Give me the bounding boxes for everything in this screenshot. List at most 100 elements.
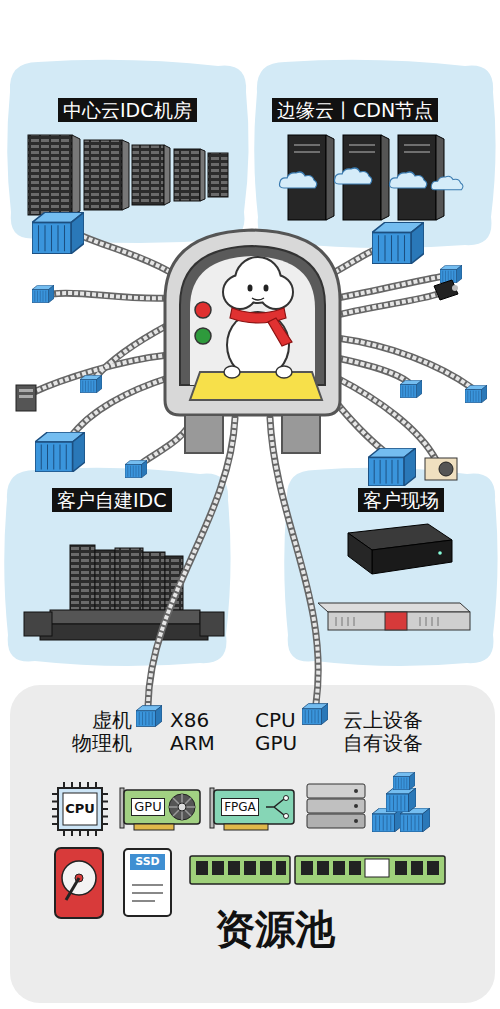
icon-text: FPGA <box>221 798 259 816</box>
illustration-use <box>372 222 424 264</box>
illustration-rect <box>16 385 36 411</box>
text-slot: 云上设备 自有设备 <box>343 709 423 755</box>
illustration-rect <box>95 550 115 610</box>
illustration-rect <box>185 415 223 453</box>
illustration-use <box>393 772 415 790</box>
region-panel: 客户自建IDC <box>5 470 230 665</box>
illustration-circle <box>195 328 211 344</box>
illustration-rect <box>143 552 165 610</box>
text-slot: SSD <box>130 854 165 870</box>
illustration-rect <box>317 861 329 875</box>
illustration-rect <box>427 861 439 875</box>
illustration-ellipse <box>264 285 269 292</box>
illustration-rect <box>70 545 95 610</box>
illustration-rect <box>385 612 407 630</box>
text-slot: GPU <box>128 794 168 820</box>
illustration-rect <box>260 861 272 875</box>
illustration-rect <box>307 784 365 798</box>
icon-text: CPU <box>65 801 95 817</box>
illustration-rect <box>200 612 224 636</box>
illustration-rect <box>301 861 313 875</box>
illustration-polygon <box>318 603 470 612</box>
illustration-rect <box>28 135 72 215</box>
illustration-rect <box>282 415 320 453</box>
illustration-path <box>190 256 315 385</box>
illustration-polygon <box>200 149 205 201</box>
illustration-g <box>224 258 292 377</box>
illustration-circle <box>236 258 280 302</box>
region-tag: 边缘云丨CDN节点 <box>272 98 438 122</box>
region-panel: 边缘云丨CDN节点 <box>255 62 495 247</box>
illustration-circle <box>439 462 453 476</box>
region-tag: 客户现场 <box>358 488 444 512</box>
illustration-circle <box>354 819 358 823</box>
illustration-rect <box>115 548 143 610</box>
text-slot: 客户自建IDC <box>52 488 172 512</box>
region-tag: 客户自建IDC <box>52 488 172 512</box>
illustration-rect <box>55 848 103 918</box>
illustration-g <box>196 861 286 875</box>
illustration-rect <box>333 861 345 875</box>
illustration-use <box>337 294 438 315</box>
illustration-use <box>32 285 54 303</box>
illustration-circle <box>236 258 280 302</box>
illustration-path <box>66 878 79 900</box>
illustration-polygon <box>381 135 389 220</box>
region-panel: 中心云IDC机房 <box>8 62 248 242</box>
illustration-use <box>302 704 328 725</box>
illustration-polygon <box>72 135 80 215</box>
illustration-rect <box>19 395 33 398</box>
text-slot: 客户现场 <box>358 488 444 512</box>
text-slot: 虚机 物理机 <box>72 709 132 755</box>
text-slot: CPU <box>64 794 96 824</box>
illustration-use <box>80 375 102 393</box>
illustration-use <box>386 788 416 812</box>
illustration-use <box>337 378 436 460</box>
illustration-path <box>252 298 264 300</box>
illustration-rect <box>132 145 164 205</box>
gpu-card: GPU <box>120 782 202 834</box>
illustration-use <box>465 385 487 403</box>
illustration-rect <box>411 861 423 875</box>
illustration-path <box>190 372 322 400</box>
icon-text: GPU <box>131 798 164 816</box>
illustration-use <box>337 358 408 382</box>
illustration-use <box>337 294 438 315</box>
illustration-rect <box>395 861 407 875</box>
region-tag: 中心云IDC机房 <box>58 98 197 122</box>
illustration-use <box>368 448 416 486</box>
illustration-use <box>136 706 162 727</box>
region-panel: 客户现场 <box>285 470 497 665</box>
illustration-rect <box>276 861 286 875</box>
pool-title: 资源池 <box>215 907 335 951</box>
illustration-g <box>224 258 292 377</box>
illustration-circle <box>354 789 358 793</box>
icon-text: SSD <box>135 855 159 869</box>
fpga-card: FPGA <box>210 782 296 834</box>
illustration-path <box>294 145 430 152</box>
illustration-rect <box>196 861 208 875</box>
illustration-path <box>165 230 340 415</box>
illustration-rect <box>84 140 122 210</box>
pool-tag: 云上设备 自有设备 <box>343 709 423 755</box>
pool-tag: 虚机 物理机 <box>72 709 132 755</box>
illustration-rect <box>425 458 457 480</box>
illustration-use <box>52 293 168 298</box>
illustration-use <box>125 460 147 478</box>
illustration-rect <box>349 861 361 875</box>
illustration-rect <box>208 153 228 197</box>
illustration-use <box>52 293 168 298</box>
text-slot: FPGA <box>218 794 262 820</box>
blob-shape <box>255 62 495 247</box>
illustration-polygon <box>122 140 129 210</box>
cdn-servers <box>280 135 463 220</box>
illustration-polygon <box>434 280 458 300</box>
console <box>165 230 340 453</box>
pool-tag: X86 ARM <box>170 709 215 755</box>
illustration-polygon <box>326 135 334 220</box>
text-slot: 边缘云丨CDN节点 <box>272 98 438 122</box>
illustration-rect <box>307 799 365 813</box>
text-slot: X86 ARM <box>170 709 215 755</box>
illustration-rect <box>328 612 470 630</box>
illustration-use <box>35 432 85 472</box>
